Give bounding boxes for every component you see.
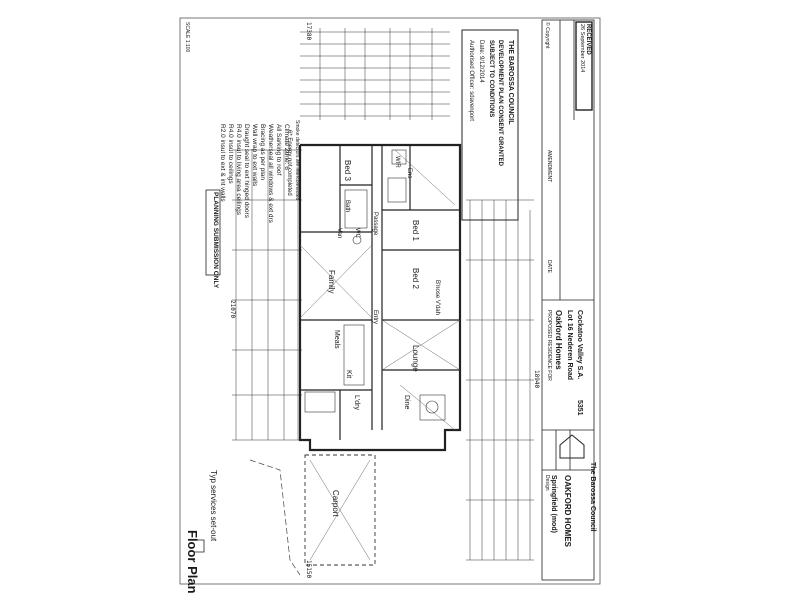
services-note: Typ services set-out bbox=[209, 470, 218, 542]
spec-line: R4.0 insul to ceilings bbox=[227, 124, 234, 184]
room-label-wir: WIR bbox=[394, 156, 400, 168]
council-consent-line1: DEVELOPMENT PLAN CONSENT GRANTED bbox=[497, 40, 503, 167]
energy-note: 6* Energy not completed bbox=[286, 130, 292, 196]
spec-line: Bracing as per plan bbox=[259, 124, 266, 181]
room-label-vanity: Van bbox=[336, 228, 342, 239]
room-label-family: Family bbox=[327, 270, 336, 294]
planning-stamp-text: PLANNING SUBMISSION ONLY bbox=[212, 192, 219, 289]
room-label-dine: Dine bbox=[403, 395, 410, 410]
spec-line: R4.0 insul to living area ceilings bbox=[235, 124, 242, 216]
fixtures bbox=[304, 149, 446, 421]
room-label-ens: Ens bbox=[406, 168, 412, 179]
spec-line: R2.0 insul to ext & int walls bbox=[219, 124, 226, 202]
drawing-title: Floor Plan bbox=[185, 530, 200, 594]
room-label-bed2: Bed 2 bbox=[411, 268, 420, 289]
dim-overall-4: 18940 bbox=[533, 370, 540, 389]
received-stamp-label: RECEIVED bbox=[585, 24, 591, 55]
room-label-bed3: Bed 3 bbox=[343, 160, 352, 181]
dim-overall-1: 21070 bbox=[229, 300, 236, 319]
dim-overall-3: 15150 bbox=[305, 560, 312, 579]
room-label-carport: Carport bbox=[331, 490, 340, 517]
spec-line: Wall wrap to ext walls bbox=[251, 124, 258, 187]
lot-address: Lot 16 Nederen Road bbox=[566, 310, 573, 381]
planning-stamp-box bbox=[205, 189, 221, 276]
council-consent-box bbox=[461, 29, 519, 221]
room-label-ldry: L'dry bbox=[353, 395, 360, 410]
spec-line: Weatherseal all windows & ext drs bbox=[267, 124, 274, 223]
boundary-line bbox=[249, 459, 301, 576]
proposed-label: PROPOSED RESIDENCE FOR bbox=[546, 310, 552, 381]
scale-note: SCALE 1:100 bbox=[184, 22, 190, 53]
copyright: © Copyright bbox=[544, 22, 550, 49]
section-mark-icon bbox=[194, 539, 205, 553]
council-stamp-tag: The Barossa Council bbox=[589, 462, 596, 532]
dim-overall-2: 17380 bbox=[305, 22, 312, 41]
date-label: DATE bbox=[546, 260, 552, 273]
room-label-bed1: Bed 1 bbox=[411, 220, 420, 241]
room-label-verandah: B'nose V'dah bbox=[434, 280, 440, 315]
internal-walls bbox=[300, 145, 460, 440]
dimension-ticks bbox=[232, 28, 534, 501]
roof-hip-lines bbox=[299, 149, 461, 561]
builder-house-icon bbox=[559, 434, 585, 459]
carport-outline bbox=[304, 454, 376, 566]
title-block-frame bbox=[541, 19, 595, 581]
postcode: 5351 bbox=[576, 400, 583, 416]
room-label-entry: Entry bbox=[372, 310, 378, 325]
room-label-bath: Bath bbox=[344, 200, 350, 213]
house-walls bbox=[298, 143, 462, 452]
received-stamp-date: 26 September 2014 bbox=[579, 24, 585, 73]
room-label-meals: Meals bbox=[333, 330, 340, 349]
amendment-label: AMENDMENT bbox=[546, 150, 552, 183]
room-label-kit: Kit bbox=[345, 370, 352, 379]
room-label-lounge: Lounge bbox=[411, 345, 420, 372]
council-officer: Authorised Officer: sdavenport bbox=[468, 40, 474, 121]
locality: Cockatoo Valley S.A. bbox=[576, 310, 583, 380]
room-label-passage: Passage bbox=[372, 212, 378, 236]
design-name: Springfield (mod) bbox=[550, 475, 557, 533]
sheet-border bbox=[179, 17, 601, 585]
client-name: Oakford Homes bbox=[554, 310, 563, 370]
council-name: THE BAROSSA COUNCIL bbox=[507, 40, 514, 125]
room-label-wc: WC bbox=[354, 228, 360, 238]
council-consent-line2: SUBJECT TO CONDITIONS bbox=[488, 40, 494, 118]
spec-line: Draught seal to ext hinged doors bbox=[243, 124, 250, 218]
spec-line: All Sarking to roof bbox=[275, 124, 282, 176]
council-date: Date: 9/12/2014 bbox=[478, 40, 484, 83]
detector-note: Smoke detectors are interconnected bbox=[294, 120, 300, 201]
builder-name: OAKFORD HOMES bbox=[563, 475, 572, 547]
